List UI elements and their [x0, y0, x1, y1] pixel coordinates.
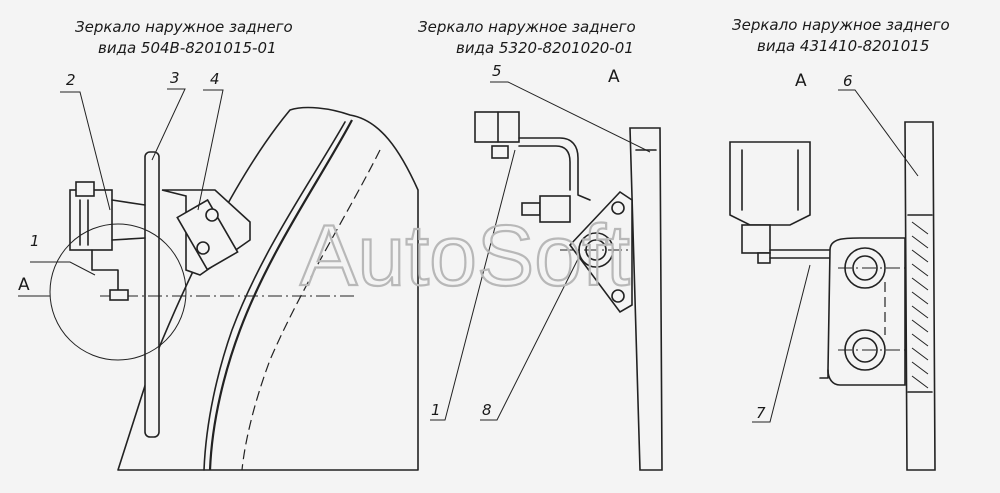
caption-right-line2: вида 431410-8201015: [757, 37, 929, 55]
callout-1-left: 1: [30, 232, 40, 250]
view-mark-middle: А: [608, 67, 620, 87]
callout-3: 3: [170, 69, 180, 87]
view-mark-left: А: [18, 275, 30, 295]
mirror-bar-6: [904, 121, 936, 471]
callout-6: 6: [843, 72, 853, 90]
callout-1-mid: 1: [431, 401, 441, 419]
clamp7-foot: [819, 369, 829, 379]
clamp-bolt-1: [205, 208, 219, 222]
bracket8-bolt-bottom: [611, 289, 625, 303]
bracket-lines: [79, 199, 146, 246]
bracket-stem-nut: [757, 252, 771, 264]
leader-2: [60, 91, 111, 211]
caption-middle: Зеркало наружное заднего вида 5320-82010…: [418, 18, 636, 57]
leader-5: [490, 81, 651, 153]
top-block: [474, 111, 520, 143]
leader-1-left: [30, 261, 96, 276]
leader-1-mid: [430, 149, 516, 421]
rod-nut: [491, 145, 509, 159]
detail-circle-a: [49, 223, 187, 361]
callout-4: 4: [210, 70, 220, 88]
caption-left-line2: вида 504В-8201015-01: [98, 39, 277, 57]
callout-8: 8: [482, 401, 492, 419]
caption-middle-line2: вида 5320-8201020-01: [456, 39, 634, 57]
clamp-bolt-2: [196, 241, 210, 255]
mirror-arm: [144, 151, 160, 438]
bar6-sections: [907, 214, 933, 393]
clamp-plate: [176, 198, 239, 271]
top-bracket: [729, 141, 811, 226]
caption-right: Зеркало наружное заднего вида 431410-820…: [732, 16, 950, 55]
horizontal-arm: [769, 249, 841, 259]
cab-panel: [117, 106, 419, 471]
middle-assembly: 5 А 1 8: [430, 62, 663, 471]
right-assembly: А 6 7: [729, 71, 936, 471]
caption-left-line1: Зеркало наружное заднего: [75, 18, 293, 36]
bracket8-bolt-top: [611, 201, 625, 215]
callout-7: 7: [756, 404, 766, 422]
bracket-stem: [741, 224, 771, 254]
caption-right-line1: Зеркало наружное заднего: [732, 16, 950, 34]
bracket-bolt-top: [75, 181, 95, 197]
watermark-text: AutoSoft: [300, 208, 630, 304]
caption-middle-line1: Зеркало наружное заднего: [418, 18, 636, 36]
callout-5: 5: [492, 62, 502, 80]
cab-panel-edge: [208, 119, 353, 471]
leader-4: [197, 89, 224, 211]
bracket-rod: [91, 249, 119, 296]
leader-7: [752, 264, 811, 423]
caption-left: Зеркало наружное заднего вида 504В-82010…: [75, 18, 293, 57]
cab-hidden-line: [241, 149, 381, 471]
bent-rod-inner: [518, 145, 571, 191]
top-bracket-inner: [741, 149, 799, 211]
view-mark-right: А: [795, 71, 807, 91]
bent-rod: [518, 137, 591, 201]
leader-8: [480, 254, 581, 421]
callout-2: 2: [66, 71, 76, 89]
left-assembly: 1 А 2 3 4: [18, 69, 419, 471]
leader-6: [838, 89, 919, 177]
clamp7-axes: [838, 267, 905, 351]
cab-panel-edge-inner: [203, 121, 346, 471]
leader-3: [151, 88, 186, 161]
side-bolt-head: [539, 195, 571, 223]
bar6-hatching: [911, 221, 929, 389]
mirror-bar-5: [629, 127, 663, 471]
axis-nut: [109, 289, 129, 301]
bracket-2: [69, 189, 113, 251]
